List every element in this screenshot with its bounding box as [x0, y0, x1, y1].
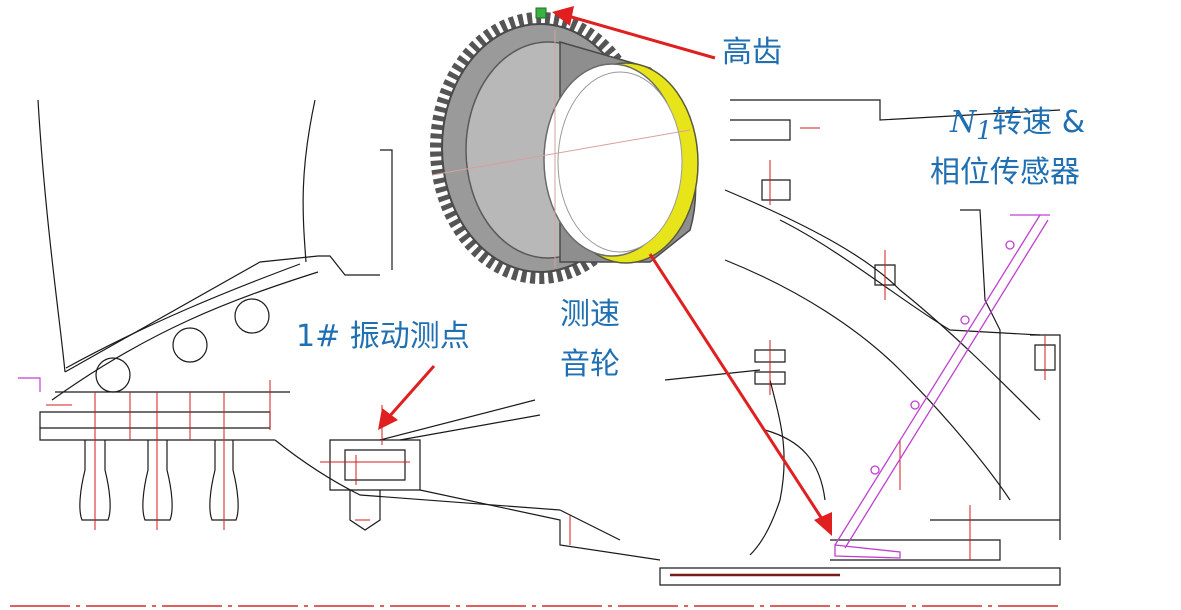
vibration-point-label: 1# 振动测点: [296, 319, 470, 354]
fan-centerlines: [46, 380, 271, 530]
n1-subscript: 1: [976, 116, 993, 145]
n1-sensor-label-line2: 相位传感器: [930, 155, 1080, 190]
tone-wheel-3d: [430, 7, 699, 284]
high-tooth-label: 高齿: [722, 35, 782, 70]
tone-wheel-label-line2: 音轮: [560, 347, 620, 382]
n1-sensor-probe: [834, 214, 1050, 559]
n1-symbol: N: [950, 105, 977, 140]
pointer-arrows: [378, 6, 832, 536]
bearing-centerlines: [320, 405, 571, 545]
arrow-to-sensor-tip: [648, 253, 826, 523]
n1-sensor-label-line1: N1转速 &: [950, 104, 1085, 150]
bearing-housing: [329, 369, 761, 561]
case-centerlines: [769, 127, 1046, 560]
arrow-to-vibration-point: [386, 365, 436, 419]
arrow-to-high-tooth: [567, 14, 716, 60]
arrowhead-high-tooth: [552, 6, 574, 26]
arrowhead-vibration-point: [378, 408, 398, 430]
arrowhead-sensor-tip: [814, 512, 832, 536]
tone-wheel-label-line1: 测速: [560, 297, 620, 332]
n1-sensor-label-text: 转速 &: [992, 105, 1086, 140]
case-section: [659, 99, 1061, 586]
